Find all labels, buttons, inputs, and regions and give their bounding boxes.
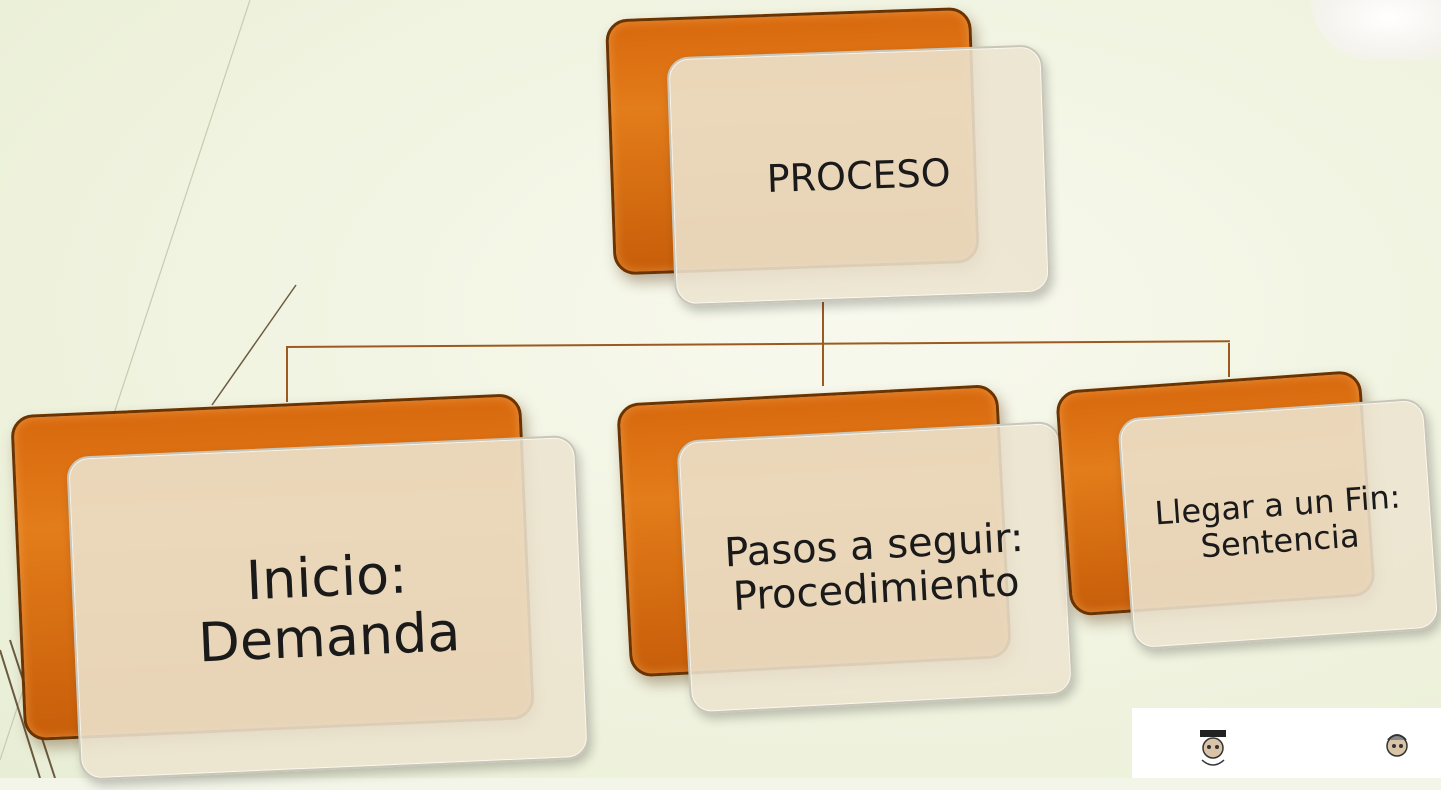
connector-child-2: [822, 346, 824, 386]
node-child-1-label: Inicio: Demanda: [196, 541, 462, 675]
node-child-2-front: Pasos a seguir: Procedimiento: [676, 420, 1075, 715]
decor-line-2: [211, 284, 297, 406]
cartoon-figures-icon: [1200, 730, 1408, 766]
node-child-3-front: Llegar a un Fin: Sentencia: [1117, 397, 1441, 651]
node-child-2: Pasos a seguir: Procedimiento: [610, 370, 1087, 724]
connector-child-3: [1228, 343, 1230, 377]
node-child-1-front: Inicio: Demanda: [66, 434, 590, 781]
connector-root-vertical: [822, 302, 824, 350]
node-root: PROCESO: [595, 2, 1055, 313]
connector-child-1: [286, 348, 288, 402]
node-child-3-label: Llegar a un Fin: Sentencia: [1153, 477, 1402, 566]
node-child-2-label: Pasos a seguir: Procedimiento: [723, 514, 1025, 621]
cartoon-illustration: [1132, 708, 1441, 778]
node-root-label: PROCESO: [766, 150, 952, 201]
node-child-1: Inicio: Demanda: [2, 383, 598, 790]
node-root-front: PROCESO: [666, 44, 1051, 307]
decor-line-3: [0, 649, 41, 778]
node-child-3: Llegar a un Fin: Sentencia: [1048, 355, 1441, 671]
